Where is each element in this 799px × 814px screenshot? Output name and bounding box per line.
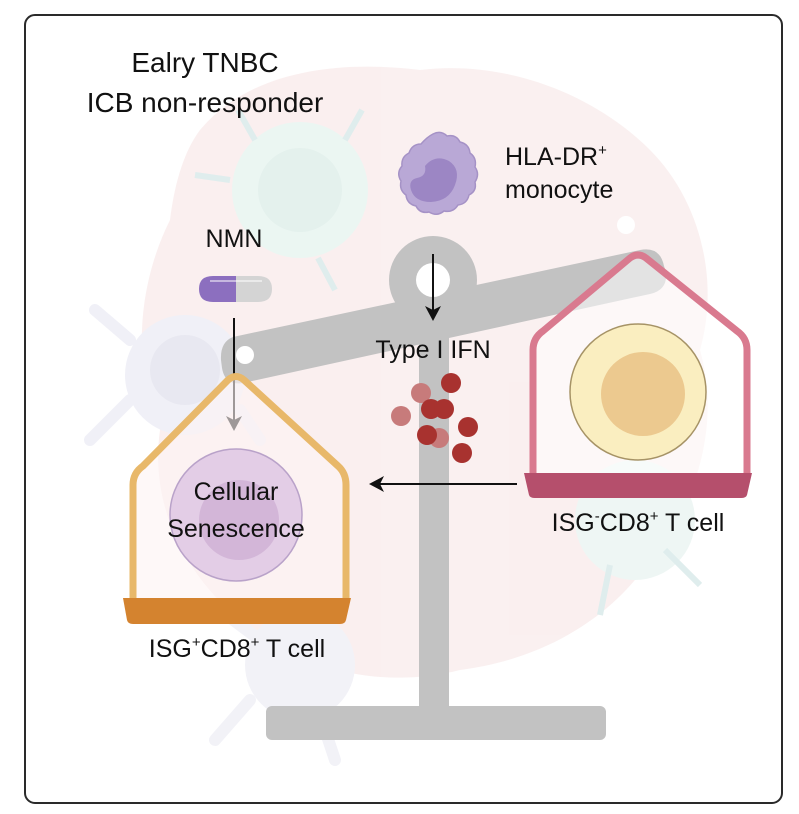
isg-negative-label-part: CD8 (600, 509, 650, 537)
dendritic-cell-nucleus (150, 335, 220, 405)
isg-positive-label: ISG+CD8+ T cell (149, 634, 325, 663)
right-pan-isg-negative (524, 251, 752, 498)
scale-base (266, 706, 606, 740)
tcell-background-nucleus (258, 148, 342, 232)
arrowhead-down-icon (425, 306, 441, 321)
isg-negative-label: ISG-CD8+ T cell (552, 508, 725, 537)
ifn-particle (391, 406, 411, 426)
monocyte-nucleus (410, 158, 457, 202)
capsule-left-half (199, 276, 236, 302)
cd8-positive-superscript: + (251, 634, 260, 651)
left-pan-base (123, 598, 351, 624)
monocyte-icon (398, 131, 479, 215)
senescence-label-line-1: Cellular (194, 478, 279, 506)
beam-right-hole (617, 216, 635, 234)
left-pan-isg-positive (123, 373, 351, 624)
receptor-icon (662, 547, 703, 588)
isg-negative-label-part: T cell (659, 509, 725, 537)
isg-positive-superscript: + (192, 634, 201, 651)
panel-frame (24, 14, 783, 804)
ifn-particle (417, 425, 437, 445)
isg-negative-label-part: ISG (552, 509, 595, 537)
ifn-particle (434, 399, 454, 419)
nmn-label: NMN (206, 225, 263, 253)
dendritic-cell-background-lower (245, 610, 355, 720)
ifn-particle (441, 373, 461, 393)
ifn-particle (458, 417, 478, 437)
capsule-right-half (236, 276, 272, 302)
ifn-particle (452, 443, 472, 463)
arrowhead-left-icon (369, 476, 384, 492)
receptor-icon (342, 108, 365, 142)
receptor-icon (597, 564, 613, 616)
cd8-positive-superscript: + (650, 508, 659, 525)
receptor-icon (194, 172, 231, 183)
title-line-2: ICB non-responder (87, 87, 324, 118)
monocyte-label-line-1: HLA-DR+ (505, 142, 607, 171)
ifn-particles (391, 373, 478, 463)
title-line-1: Ealry TNBC (131, 47, 278, 78)
balance-scale (220, 236, 667, 740)
beam-left-hole (236, 346, 254, 364)
senescent-cell-nucleus (199, 480, 279, 560)
senescence-label-line-2: Senescence (167, 515, 305, 543)
ifn-particle (411, 383, 431, 403)
receptor-icon (235, 108, 258, 142)
monocyte-label-text: HLA-DR (505, 143, 598, 171)
monocyte-label-line-2: monocyte (505, 176, 613, 204)
ifn-label: Type I IFN (375, 336, 490, 364)
isg-positive-label-part: CD8 (201, 635, 251, 663)
isg-positive-label-part: T cell (259, 635, 325, 663)
tcell-isg-negative-nucleus (601, 352, 685, 436)
monocyte-label-superscript: + (598, 142, 607, 159)
isg-negative-superscript: - (595, 508, 600, 525)
isg-positive-label-part: ISG (149, 635, 192, 663)
nmn-capsule-icon (199, 276, 272, 302)
receptor-icon (315, 256, 338, 292)
right-pan-base (524, 473, 752, 498)
